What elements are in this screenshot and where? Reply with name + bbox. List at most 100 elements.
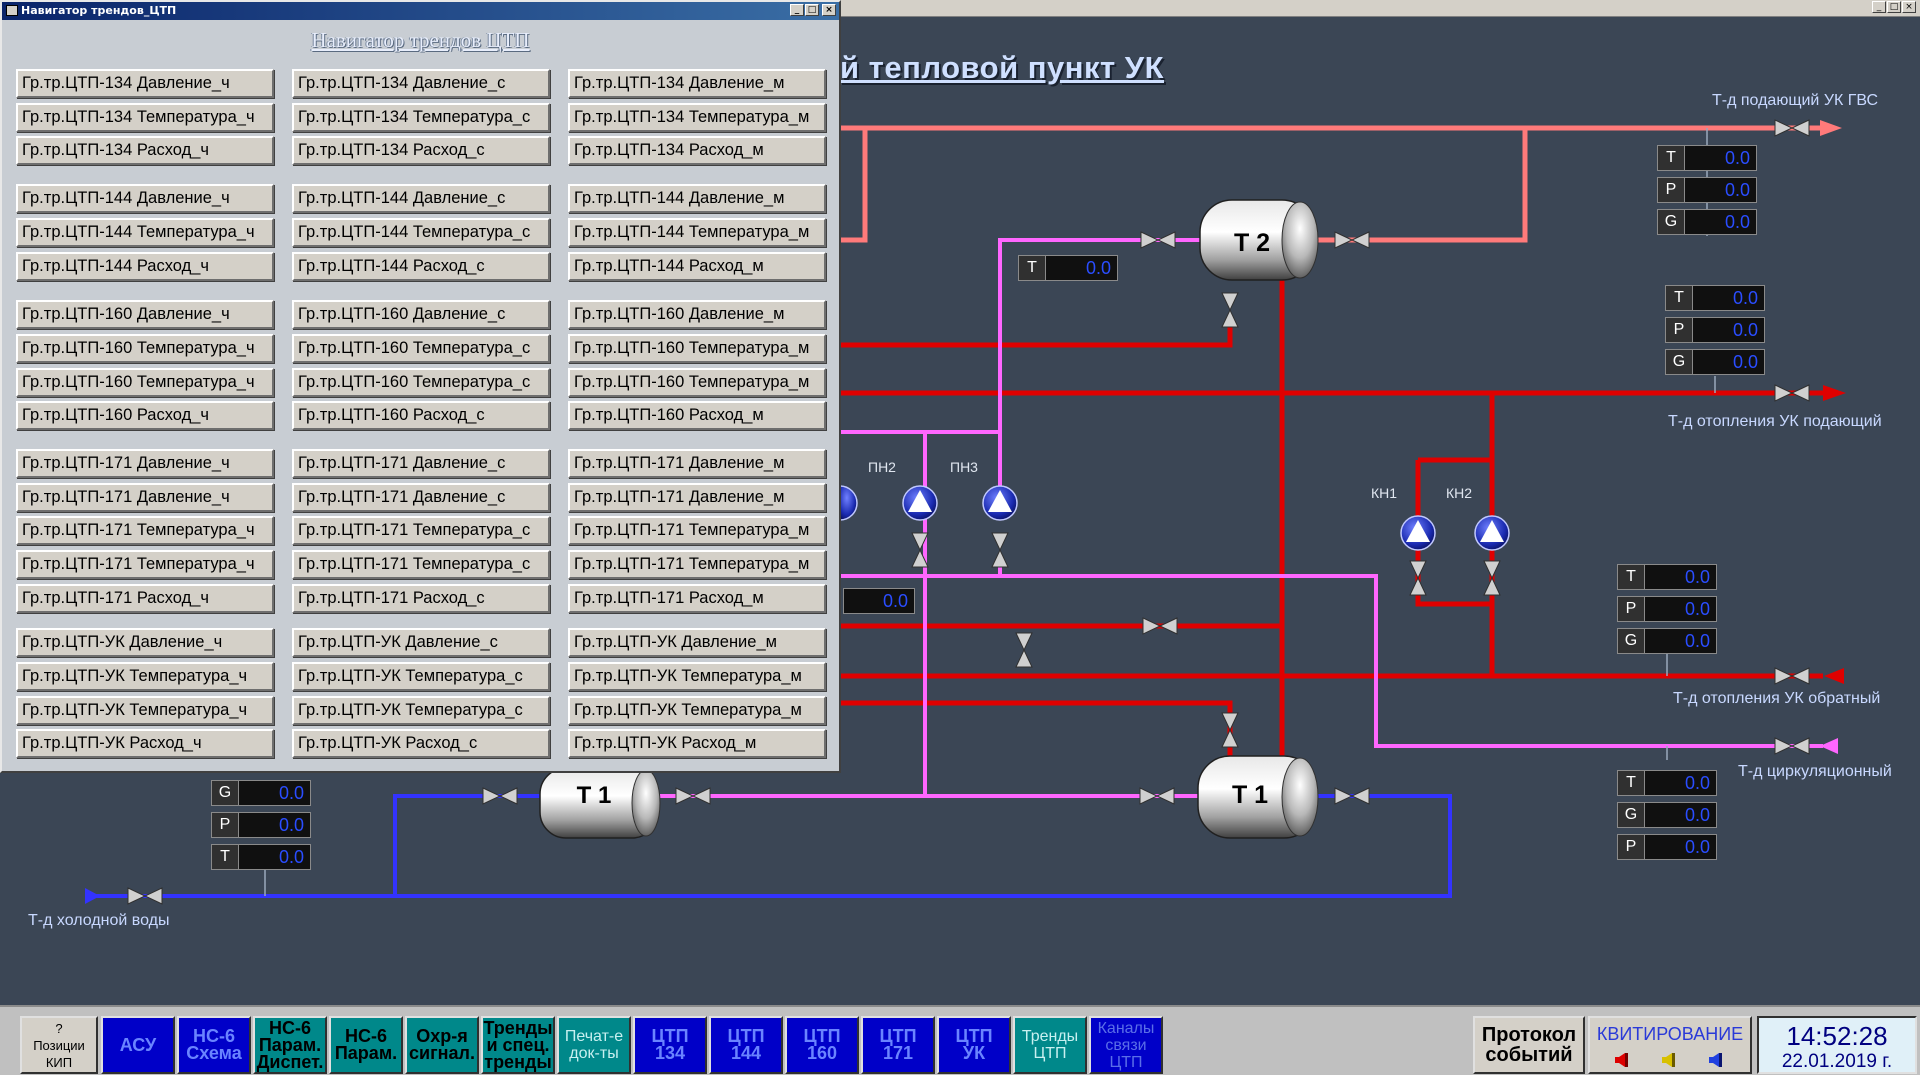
acknowledge-label: КВИТИРОВАНИЕ — [1596, 1024, 1744, 1044]
trend-button[interactable]: Гр.тр.ЦТП-УК Давление_ч — [16, 628, 274, 657]
nav-button-trends-special[interactable]: Тренды и спец. тренды — [481, 1016, 555, 1074]
nav-button-ctp171[interactable]: ЦТП 171 — [861, 1016, 935, 1074]
nav-button-ns6-scheme[interactable]: НС-6 Схема — [177, 1016, 251, 1074]
valve-icon — [482, 787, 518, 805]
trend-button[interactable]: Гр.тр.ЦТП-УК Температура_с — [292, 662, 550, 691]
trend-button[interactable]: Гр.тр.ЦТП-УК Расход_с — [292, 729, 550, 758]
trend-button[interactable]: Гр.тр.ЦТП-144 Температура_ч — [16, 218, 274, 247]
pump-kn2-icon[interactable] — [1474, 515, 1510, 551]
trend-button[interactable]: Гр.тр.ЦТП-171 Температура_ч — [16, 516, 274, 545]
trend-button[interactable]: Гр.тр.ЦТП-171 Расход_ч — [16, 584, 274, 613]
trend-button[interactable]: Гр.тр.ЦТП-УК Температура_ч — [16, 696, 274, 725]
trend-button[interactable]: Гр.тр.ЦТП-134 Температура_ч — [16, 103, 274, 132]
nav-button-ns6-param-disp[interactable]: НС-6 Парам. Диспет. — [253, 1016, 327, 1074]
minimize-button[interactable]: _ — [790, 4, 804, 16]
trend-button[interactable]: Гр.тр.ЦТП-160 Расход_ч — [16, 401, 274, 430]
tank-t1-right: Т 1 — [1197, 755, 1319, 839]
valves[interactable] — [127, 119, 1810, 905]
trend-button[interactable]: Гр.тр.ЦТП-134 Давление_м — [568, 69, 826, 98]
trend-button[interactable]: Гр.тр.ЦТП-144 Расход_м — [568, 252, 826, 281]
trend-button[interactable]: Гр.тр.ЦТП-УК Температура_м — [568, 696, 826, 725]
readout-value: 0.0 — [1645, 770, 1717, 796]
trend-button[interactable]: Гр.тр.ЦТП-160 Температура_ч — [16, 368, 274, 397]
nav-button-asu[interactable]: АСУ — [101, 1016, 175, 1074]
trend-button[interactable]: Гр.тр.ЦТП-171 Температура_ч — [16, 550, 274, 579]
screen-title: й тепловой пункт УК — [840, 50, 1164, 85]
nav-button-ctp144[interactable]: ЦТП 144 — [709, 1016, 783, 1074]
nav-button-print-docs[interactable]: Печат-е док-ты — [557, 1016, 631, 1074]
trend-button[interactable]: Гр.тр.ЦТП-171 Температура_с — [292, 550, 550, 579]
close-button[interactable]: × — [822, 4, 836, 16]
trend-button[interactable]: Гр.тр.ЦТП-171 Температура_м — [568, 516, 826, 545]
pump-partial-icon[interactable] — [839, 485, 858, 521]
maximize-button[interactable]: □ — [1887, 1, 1901, 13]
trend-button[interactable]: Гр.тр.ЦТП-160 Температура_ч — [16, 334, 274, 363]
valve-icon — [1334, 787, 1370, 805]
acknowledge-button[interactable]: КВИТИРОВАНИЕ — [1588, 1016, 1752, 1074]
trend-button[interactable]: Гр.тр.ЦТП-171 Давление_ч — [16, 449, 274, 478]
trend-button[interactable]: Гр.тр.ЦТП-171 Давление_с — [292, 483, 550, 512]
trend-button[interactable]: Гр.тр.ЦТП-144 Давление_м — [568, 184, 826, 213]
trend-button[interactable]: Гр.тр.ЦТП-УК Температура_с — [292, 696, 550, 725]
trend-button[interactable]: Гр.тр.ЦТП-134 Расход_ч — [16, 136, 274, 165]
trend-button[interactable]: Гр.тр.ЦТП-171 Расход_с — [292, 584, 550, 613]
close-button[interactable]: × — [1902, 1, 1916, 13]
valve-icon — [675, 787, 711, 805]
minimize-button[interactable]: _ — [1872, 1, 1886, 13]
trend-button[interactable]: Гр.тр.ЦТП-160 Давление_м — [568, 300, 826, 329]
nav-button-ns6-param[interactable]: НС-6 Парам. — [329, 1016, 403, 1074]
nav-button-comm-channels[interactable]: Каналы связи ЦТП — [1089, 1016, 1163, 1074]
pump-pn2-icon[interactable] — [902, 485, 938, 521]
trend-button[interactable]: Гр.тр.ЦТП-160 Давление_ч — [16, 300, 274, 329]
trend-button[interactable]: Гр.тр.ЦТП-171 Давление_м — [568, 449, 826, 478]
nav-button-ctp-uk[interactable]: ЦТП УК — [937, 1016, 1011, 1074]
trend-button[interactable]: Гр.тр.ЦТП-УК Давление_м — [568, 628, 826, 657]
trend-button[interactable]: Гр.тр.ЦТП-160 Температура_м — [568, 368, 826, 397]
pump-pn3-icon[interactable] — [982, 485, 1018, 521]
trend-button[interactable]: Гр.тр.ЦТП-160 Расход_с — [292, 401, 550, 430]
trend-button[interactable]: Гр.тр.ЦТП-171 Давление_м — [568, 483, 826, 512]
trend-button[interactable]: Гр.тр.ЦТП-160 Температура_с — [292, 368, 550, 397]
trend-button[interactable]: Гр.тр.ЦТП-УК Температура_м — [568, 662, 826, 691]
trend-button[interactable]: Гр.тр.ЦТП-УК Температура_ч — [16, 662, 274, 691]
trend-button[interactable]: Гр.тр.ЦТП-171 Температура_с — [292, 516, 550, 545]
nav-button-ctp134[interactable]: ЦТП 134 — [633, 1016, 707, 1074]
navigator-titlebar[interactable]: Навигатор трендов_ЦТП _ □ × — [2, 2, 839, 20]
trend-button[interactable]: Гр.тр.ЦТП-144 Температура_с — [292, 218, 550, 247]
trend-button[interactable]: Гр.тр.ЦТП-160 Температура_с — [292, 334, 550, 363]
trend-button[interactable]: Гр.тр.ЦТП-144 Температура_м — [568, 218, 826, 247]
trend-button[interactable]: Гр.тр.ЦТП-134 Температура_м — [568, 103, 826, 132]
trend-button[interactable]: Гр.тр.ЦТП-171 Давление_с — [292, 449, 550, 478]
maximize-button[interactable]: □ — [805, 4, 819, 16]
trend-button[interactable]: Гр.тр.ЦТП-160 Температура_м — [568, 334, 826, 363]
trend-button[interactable]: Гр.тр.ЦТП-144 Давление_с — [292, 184, 550, 213]
trend-button[interactable]: Гр.тр.ЦТП-134 Расход_с — [292, 136, 550, 165]
pump-kn2-label: КН2 — [1446, 485, 1473, 501]
trend-button[interactable]: Гр.тр.ЦТП-134 Расход_м — [568, 136, 826, 165]
trend-button[interactable]: Гр.тр.ЦТП-144 Расход_ч — [16, 252, 274, 281]
readout-value: 0.0 — [239, 812, 311, 838]
trend-button[interactable]: Гр.тр.ЦТП-134 Температура_с — [292, 103, 550, 132]
trend-button[interactable]: Гр.тр.ЦТП-160 Расход_м — [568, 401, 826, 430]
nav-button-ctp160[interactable]: ЦТП 160 — [785, 1016, 859, 1074]
nav-button-positions-kip[interactable]: ? Позиции КИП — [20, 1016, 98, 1074]
nav-button-security-signal[interactable]: Охр-я сигнал. — [405, 1016, 479, 1074]
trend-button[interactable]: Гр.тр.ЦТП-УК Давление_с — [292, 628, 550, 657]
trend-button[interactable]: Гр.тр.ЦТП-144 Расход_с — [292, 252, 550, 281]
trend-button[interactable]: Гр.тр.ЦТП-УК Расход_ч — [16, 729, 274, 758]
readout-label: T — [1617, 564, 1645, 590]
trend-button[interactable]: Гр.тр.ЦТП-144 Давление_ч — [16, 184, 274, 213]
trend-button[interactable]: Гр.тр.ЦТП-171 Давление_ч — [16, 483, 274, 512]
events-protocol-button[interactable]: Протокол событий — [1473, 1016, 1585, 1074]
trend-button[interactable]: Гр.тр.ЦТП-УК Расход_м — [568, 729, 826, 758]
nav-button-ctp-trends[interactable]: Тренды ЦТП — [1013, 1016, 1087, 1074]
readout-value: 0.0 — [843, 588, 915, 614]
trend-button[interactable]: Гр.тр.ЦТП-134 Давление_ч — [16, 69, 274, 98]
pump-kn1-icon[interactable] — [1400, 515, 1436, 551]
trend-button[interactable]: Гр.тр.ЦТП-160 Давление_с — [292, 300, 550, 329]
trend-button[interactable]: Гр.тр.ЦТП-134 Давление_с — [292, 69, 550, 98]
trend-button[interactable]: Гр.тр.ЦТП-171 Температура_м — [568, 550, 826, 579]
trend-button[interactable]: Гр.тр.ЦТП-171 Расход_м — [568, 584, 826, 613]
